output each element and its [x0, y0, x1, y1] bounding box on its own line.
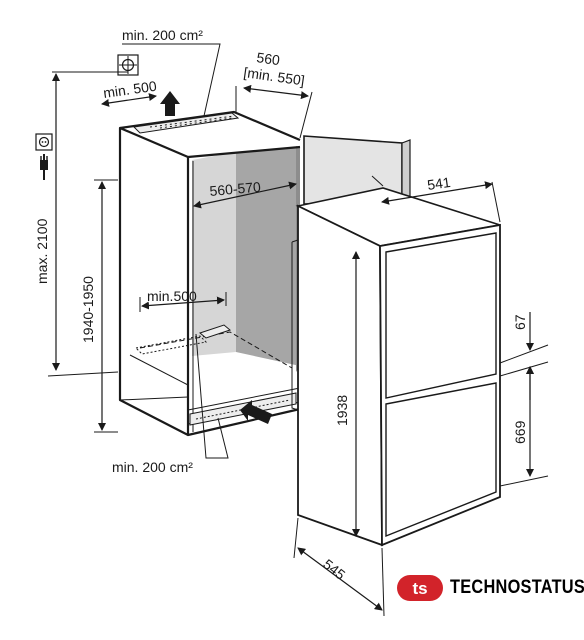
appliance-height-label: 1938 — [334, 395, 350, 426]
power-socket-icon — [35, 133, 53, 151]
appliance-front — [379, 223, 501, 547]
appliance-side — [297, 204, 383, 547]
opening-top-label: min. 500 — [102, 78, 158, 101]
appliance — [291, 187, 501, 547]
technostatus-logo-icon: ts — [397, 575, 443, 601]
niche-height-label: 1940-1950 — [80, 276, 96, 343]
dimension-lines — [47, 43, 549, 617]
vent-top-label: min. 200 cm² — [122, 27, 203, 43]
niche-left-wall — [118, 126, 190, 437]
top-vent-grille — [132, 112, 240, 134]
brand-name: TECHNOSTATUS — [450, 577, 584, 598]
airflow-in-arrow — [240, 400, 272, 424]
svg-text:ts: ts — [412, 579, 427, 598]
technostatus-brand: ts TECHNOSTATUS — [396, 571, 584, 605]
power-plug-icon — [40, 154, 48, 180]
door-gap-label: 67 — [512, 314, 528, 330]
floor-vent-grille — [134, 324, 232, 355]
vent-outlet-icon — [117, 54, 139, 76]
vent-bottom-label: min. 200 cm² — [112, 459, 193, 475]
appliance-width-label: 541 — [426, 174, 452, 193]
niche-depth-label: 560 — [256, 49, 282, 68]
upper-door — [385, 232, 497, 399]
appliance-depth-label: 545 — [320, 556, 348, 583]
lower-door-label: 669 — [512, 420, 528, 444]
max-height-label: max. 2100 — [34, 218, 50, 284]
niche-depth-min-label: [min. 550] — [243, 64, 306, 88]
niche-cabinet — [118, 110, 301, 437]
opening-floor-label: min.500 — [147, 288, 197, 304]
lower-door — [385, 382, 497, 538]
airflow-up-arrow — [160, 91, 180, 116]
niche-width-label: 560-570 — [209, 179, 262, 199]
